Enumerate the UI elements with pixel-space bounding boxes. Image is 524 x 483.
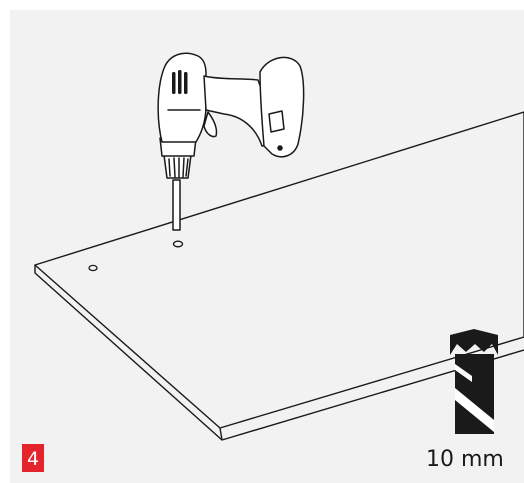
drill-bit-icon	[450, 329, 498, 434]
drill-bit-size-label: 10 mm	[426, 447, 504, 472]
illustration-panel	[10, 10, 524, 483]
vent-slots	[172, 70, 188, 94]
drill-hole	[88, 264, 98, 272]
board-front-edge	[34, 265, 524, 441]
step-number: 4	[26, 448, 40, 470]
step-badge-background	[22, 444, 44, 472]
board-top-face	[34, 111, 524, 429]
board-corner-edge	[219, 427, 223, 441]
cordless-drill-icon	[157, 52, 305, 231]
drill-hole	[172, 240, 184, 248]
board	[34, 111, 524, 441]
illustration-canvas	[22, 52, 524, 472]
